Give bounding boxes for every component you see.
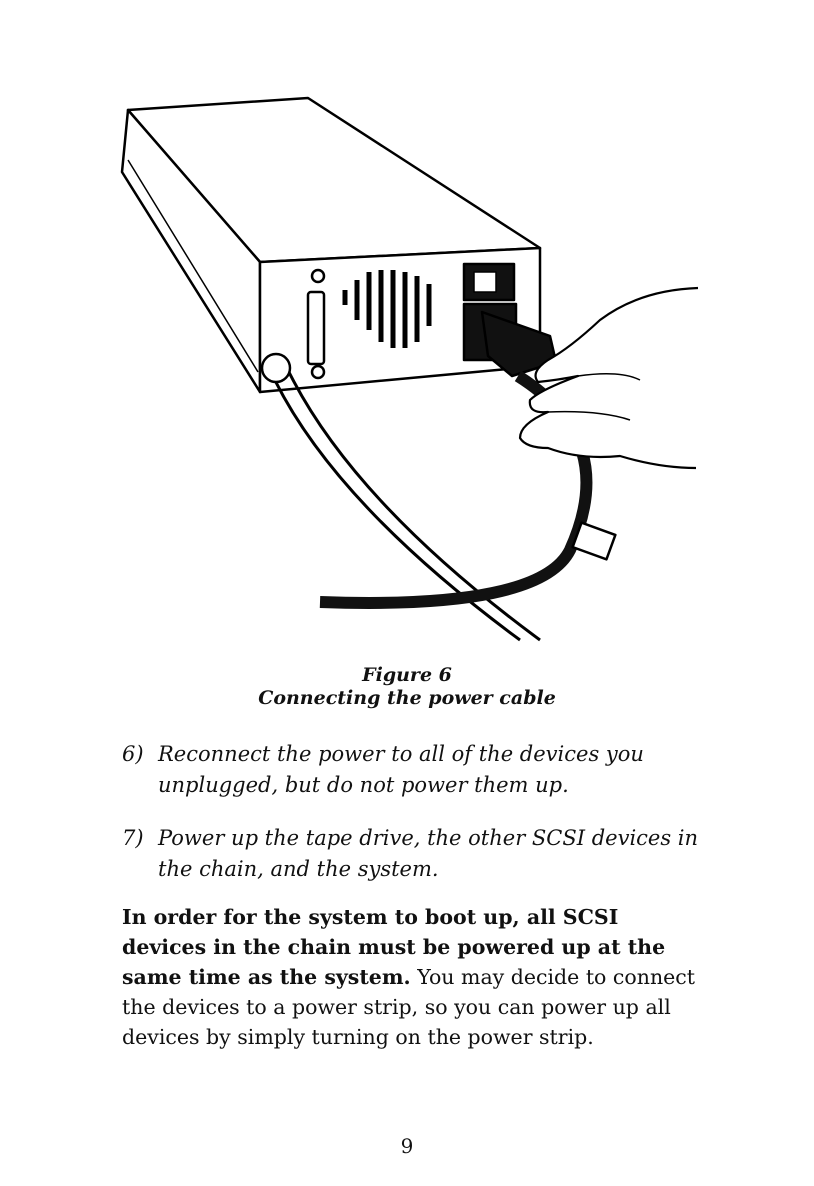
step-number: 6) (122, 742, 144, 766)
step-text: Reconnect the power to all of the device… (158, 742, 644, 797)
power-note-text: You may decide to connect the devices to… (122, 965, 695, 1049)
figure-number: Figure 6 (362, 664, 452, 686)
step-number: 7) (122, 826, 144, 850)
page-number: 9 (400, 1134, 414, 1158)
tape-drive-illustration (120, 96, 699, 642)
power-note-emphasis: In order for the system to boot up, all … (122, 905, 666, 989)
figure-title: Connecting the power cable (258, 687, 556, 709)
step-text: Power up the tape drive, the other SCSI … (158, 826, 699, 881)
power-note-paragraph: In order for the system to boot up, all … (122, 902, 702, 1052)
